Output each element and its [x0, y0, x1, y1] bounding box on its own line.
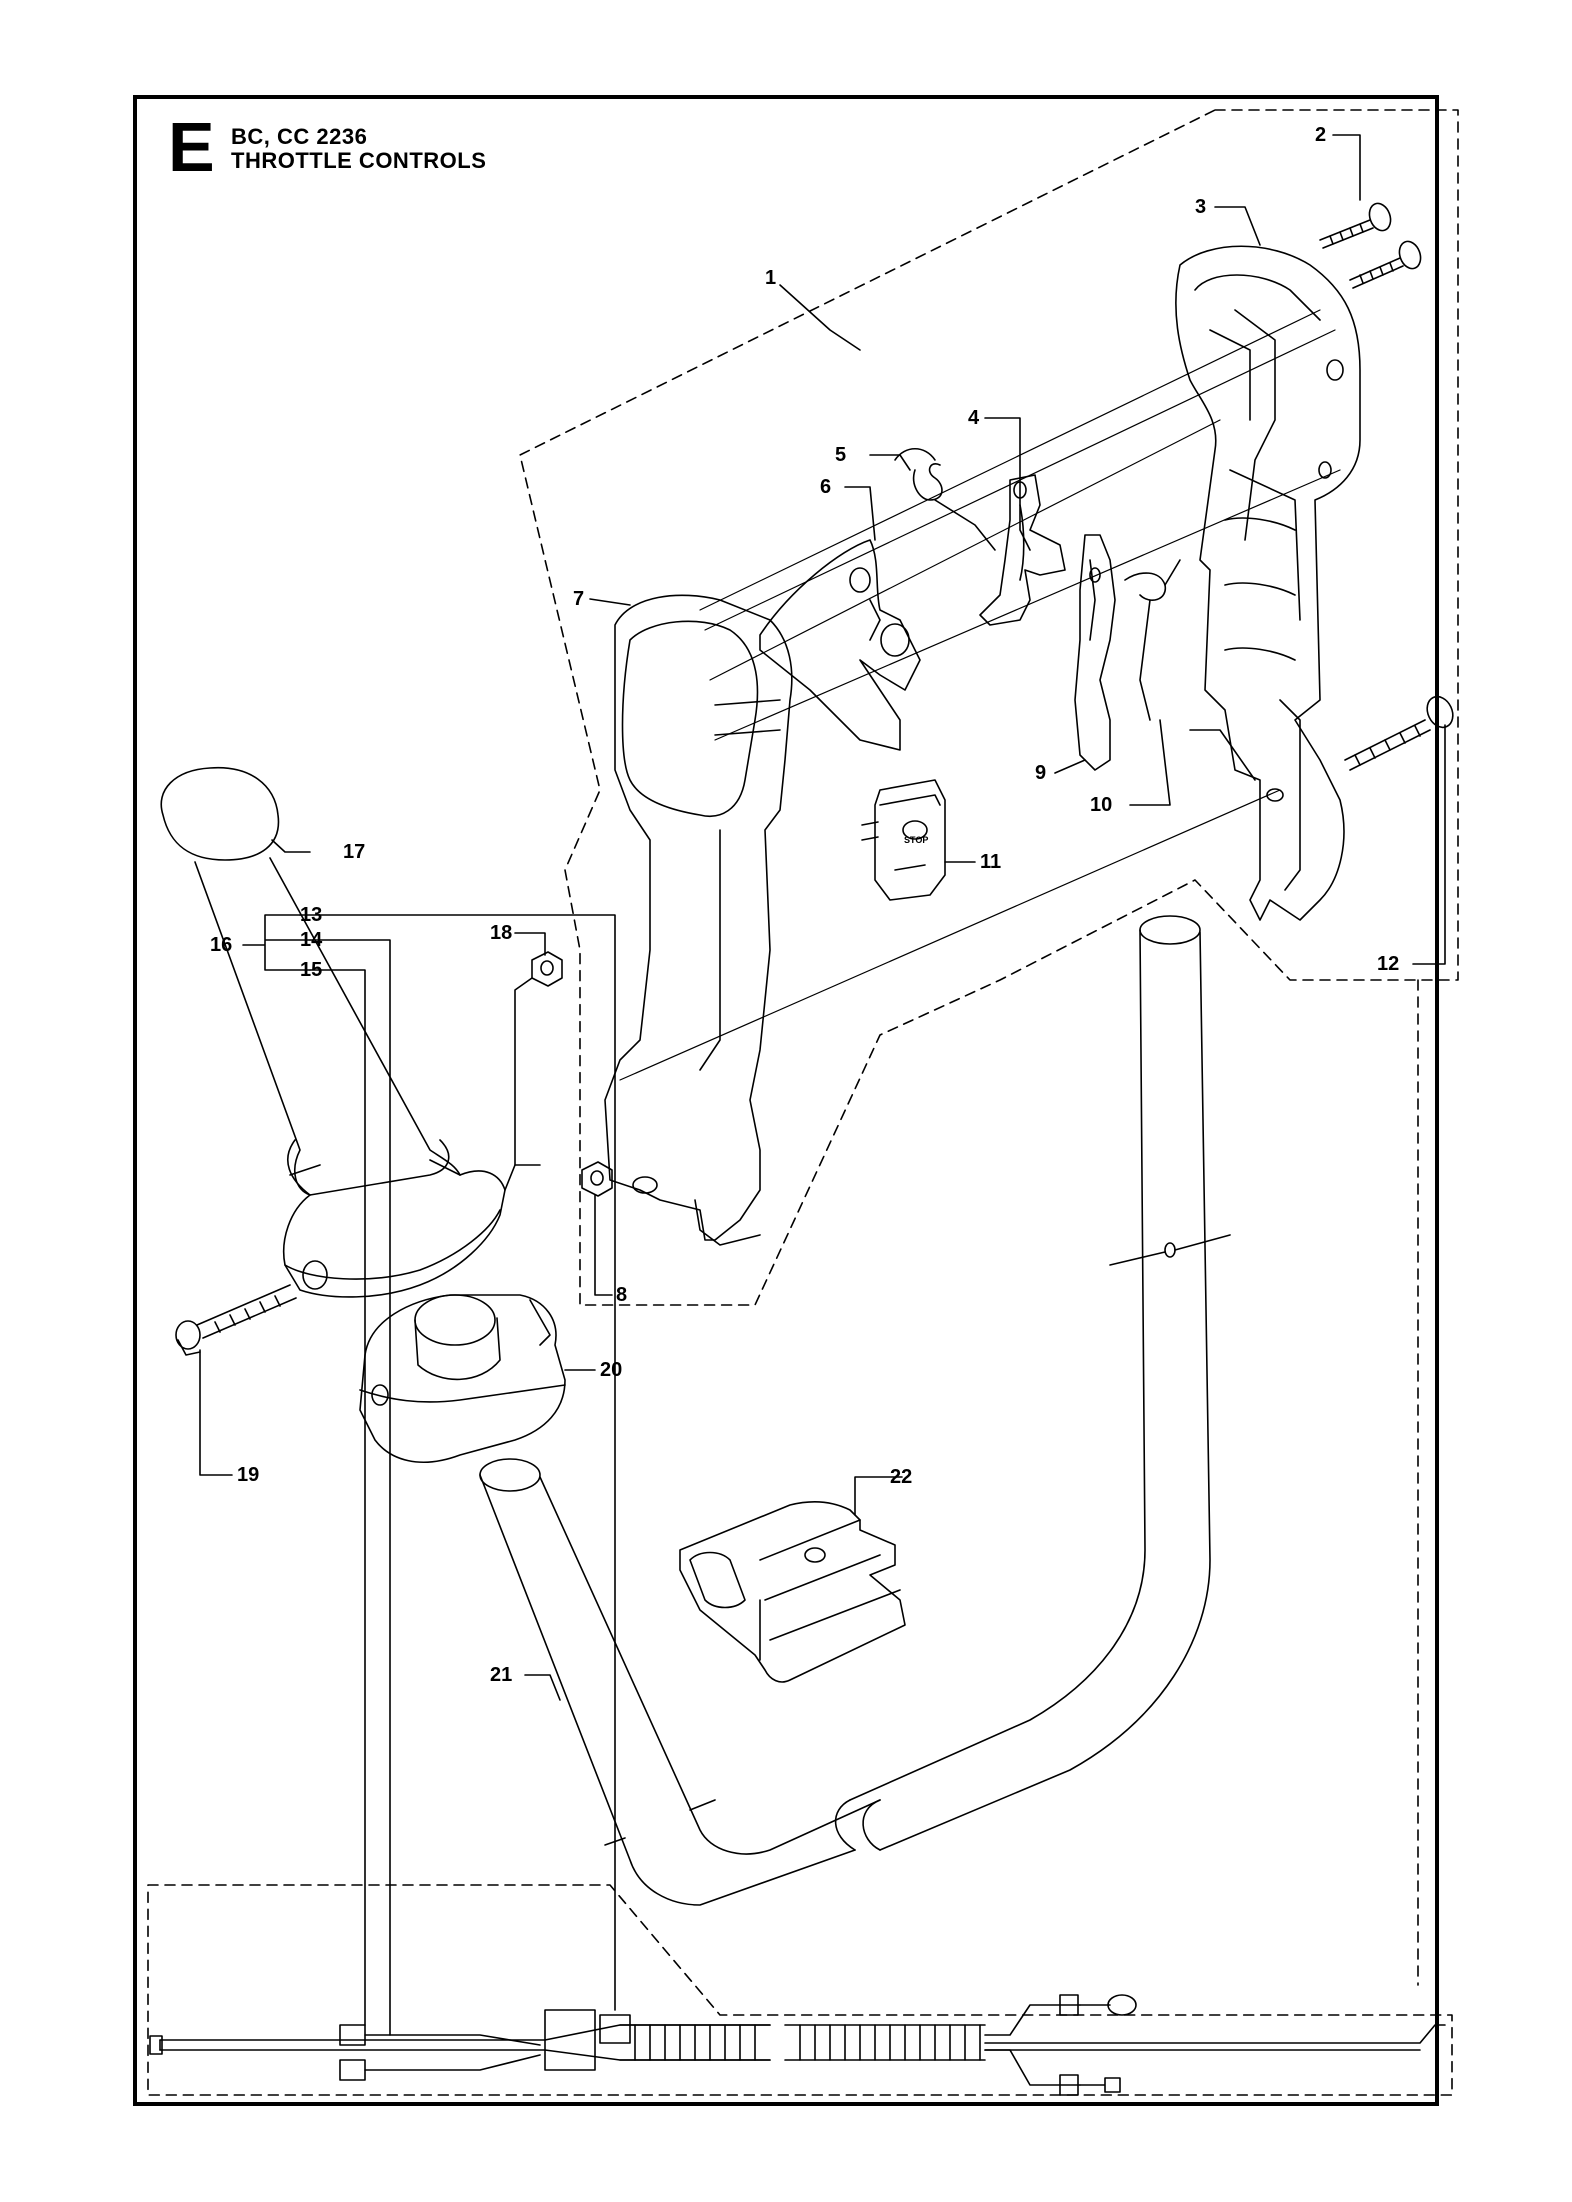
- rear-handle-half: [1175, 245, 1361, 921]
- callout-21: 21: [490, 1664, 513, 1686]
- leader-1c: [504, 1164, 516, 1191]
- leader-21: [524, 1674, 561, 1701]
- callout-7: 7: [573, 588, 585, 610]
- callout-18: 18: [490, 922, 513, 944]
- left-grip: [160, 766, 506, 1298]
- leader-1: [779, 284, 861, 351]
- callout-12: 12: [1377, 953, 1400, 975]
- leader-18: [514, 932, 546, 956]
- leader-19: [199, 1349, 233, 1476]
- nut-lower: [581, 1161, 613, 1197]
- callout-3: 3: [1195, 196, 1207, 218]
- leader-7: [589, 598, 631, 606]
- diagram-frame: [133, 95, 1439, 2106]
- leader-17: [271, 839, 311, 853]
- callout-2: 2: [1315, 124, 1327, 146]
- leader-14: [309, 939, 391, 2036]
- handle-clamp: [359, 1294, 566, 1463]
- callout-5: 5: [835, 444, 847, 466]
- leader-22: [854, 1476, 903, 1516]
- screw-lower: [1349, 240, 1422, 289]
- callout-9: 9: [1035, 762, 1047, 784]
- cable-boundary: [147, 1884, 1453, 2096]
- callout-14: 14: [300, 929, 323, 951]
- stop-switch: [861, 779, 946, 901]
- callout-17: 17: [343, 841, 366, 863]
- callout-1: 1: [765, 267, 777, 289]
- throttle-trigger: [979, 474, 1066, 626]
- leader-8: [594, 1194, 613, 1296]
- leader-13: [299, 914, 616, 2011]
- leader-2: [1332, 134, 1361, 201]
- diagram-title: THROTTLE CONTROLS: [231, 148, 487, 173]
- leader-15: [309, 969, 366, 2026]
- callout-19: 19: [237, 1464, 260, 1486]
- callout-15: 15: [300, 959, 323, 981]
- callout-10: 10: [1090, 794, 1113, 816]
- leader-9: [1054, 759, 1086, 774]
- callout-6: 6: [820, 476, 832, 498]
- throttle-lock-lever: [759, 539, 921, 751]
- callout-20: 20: [600, 1359, 623, 1381]
- leader-12: [1412, 724, 1446, 965]
- leader-5: [869, 454, 911, 471]
- handle-bar-tube: [479, 915, 1231, 1906]
- section-letter: E: [168, 108, 215, 186]
- model-label: BC, CC 2236: [231, 124, 368, 149]
- trigger: [1074, 534, 1116, 771]
- tube-support: [679, 1500, 906, 1683]
- spring-lower: [1124, 559, 1181, 721]
- bolt: [175, 1284, 297, 1356]
- screw-long: [1344, 695, 1454, 771]
- callout-22: 22: [890, 1466, 913, 1488]
- callout-11: 11: [980, 851, 1002, 873]
- spring-upper: [894, 447, 996, 551]
- leader-4: [984, 417, 1031, 551]
- nut-upper: [531, 951, 563, 987]
- throttle-cable: [149, 1994, 1446, 2096]
- leader-1b: [514, 977, 541, 1166]
- leader-16: [242, 914, 311, 971]
- leader-3: [1214, 206, 1261, 246]
- callout-4: 4: [968, 407, 980, 429]
- leader-6: [844, 486, 876, 541]
- callout-8: 8: [616, 1284, 628, 1306]
- callout-16: 16: [210, 934, 233, 956]
- callout-13: 13: [300, 904, 323, 926]
- leader-10: [1129, 719, 1171, 806]
- handle-assembly-boundary: [519, 109, 1459, 1306]
- stop-switch-label: STOP: [904, 835, 928, 845]
- front-handle-half: [604, 594, 793, 1246]
- screw-upper: [1319, 202, 1392, 249]
